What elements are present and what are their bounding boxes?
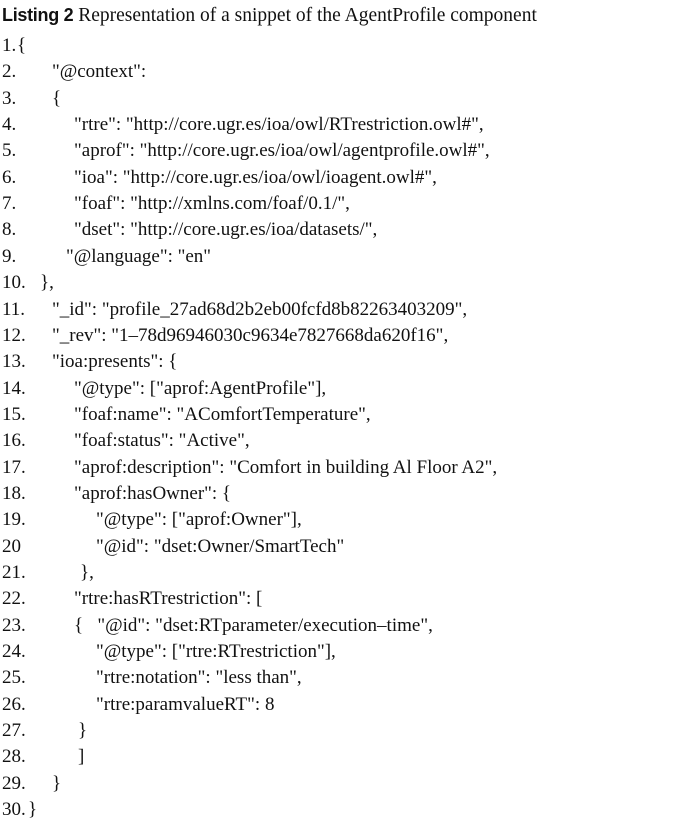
line-code: {	[17, 35, 27, 56]
line-number: 3.	[2, 87, 17, 109]
line-code: }	[52, 772, 62, 794]
line-code: "@language": "en"	[66, 245, 212, 267]
line-number: 7.	[2, 193, 17, 215]
line-number: 28.	[2, 746, 26, 768]
line-code: "@type": ["aprof:Owner"],	[96, 509, 302, 531]
listing-caption: Listing 2 Representation of a snippet of…	[2, 3, 537, 28]
line-code: "_id": "profile_27ad68d2b2eb00fcfd8b8226…	[52, 298, 468, 320]
line-number: 21.	[2, 562, 26, 583]
line-code: "ioa:presents": {	[52, 351, 178, 373]
line-number: 9.	[2, 245, 17, 267]
line-code: "foaf": "http://xmlns.com/foaf/0.1/",	[74, 193, 350, 215]
line-number: 27.	[2, 720, 26, 742]
line-code: "_rev": "1–78d96946030c9634e7827668da620…	[52, 324, 449, 346]
line-code: "rtre:paramvalueRT": 8	[96, 693, 275, 715]
line-number: 2.	[2, 61, 17, 83]
line-code: "aprof": "http://core.ugr.es/ioa/owl/age…	[74, 140, 490, 162]
line-code: "rtre:notation": "less than",	[96, 667, 302, 689]
line-number: 30.	[2, 799, 26, 821]
line-number: 4.	[2, 114, 17, 136]
line-number: 5.	[2, 140, 17, 162]
line-code: "dset": "http://core.ugr.es/ioa/datasets…	[74, 219, 378, 241]
line-number: 6.	[2, 166, 17, 188]
line-number: 20	[2, 535, 21, 557]
line-code: "rtre": "http://core.ugr.es/ioa/owl/RTre…	[74, 114, 484, 136]
line-code: "@id": "dset:Owner/SmartTech"	[96, 535, 345, 557]
line-number: 17.	[2, 456, 26, 478]
line-number: 11.	[2, 298, 26, 320]
line-code: "rtre:hasRTrestriction": [	[74, 588, 263, 610]
line-number: 29.	[2, 772, 26, 794]
line-number: 8.	[2, 219, 17, 241]
line-number: 13.	[2, 351, 26, 373]
line-code: },	[40, 272, 54, 294]
line-number: 19.	[2, 509, 26, 531]
line-number: 22.	[2, 588, 26, 610]
line-number: 23.	[2, 614, 26, 636]
line-code: "foaf:status": "Active",	[74, 430, 250, 452]
line-number: 25.	[2, 667, 26, 689]
line-code: "aprof:description": "Comfort in buildin…	[74, 456, 498, 478]
line-code: {	[52, 87, 62, 109]
line-number: 18.	[2, 482, 26, 504]
line-code: }	[28, 799, 38, 821]
line-code: },	[80, 562, 94, 583]
line-code: }	[78, 720, 88, 742]
line-number: 1.	[2, 35, 17, 56]
line-code: "foaf:name": "AComfortTemperature",	[74, 403, 371, 425]
line-code: { "@id": "dset:RTparameter/execution–tim…	[74, 614, 433, 636]
line-code: "@context":	[52, 61, 147, 83]
line-code: "@type": ["rtre:RTrestriction"],	[96, 641, 336, 663]
line-number: 16.	[2, 430, 26, 452]
listing-label: Listing 2	[2, 5, 74, 25]
line-code: "aprof:hasOwner": {	[74, 482, 232, 504]
line-code: "@type": ["aprof:AgentProfile"],	[74, 377, 327, 399]
listing-title: Representation of a snippet of the Agent…	[78, 5, 537, 26]
line-number: 12.	[2, 324, 26, 346]
line-number: 26.	[2, 693, 26, 715]
line-code: ]	[78, 746, 85, 768]
line-number: 10.	[2, 272, 26, 294]
line-code: "ioa": "http://core.ugr.es/ioa/owl/ioage…	[74, 166, 437, 188]
line-number: 24.	[2, 641, 26, 663]
line-number: 15.	[2, 403, 26, 425]
line-number: 14.	[2, 377, 26, 399]
